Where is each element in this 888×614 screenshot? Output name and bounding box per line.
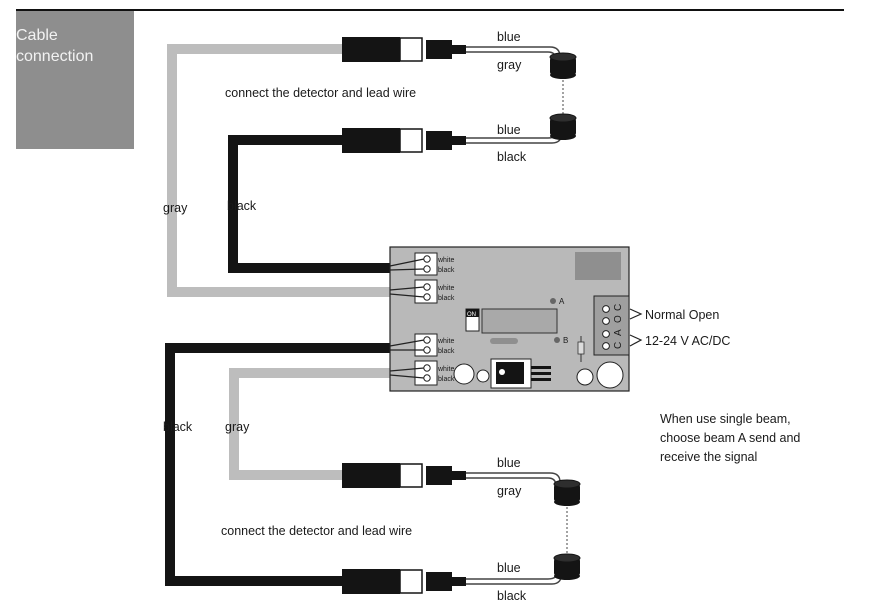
instruction-bottom: connect the detector and lead wire	[221, 524, 412, 538]
connector-label: blue	[497, 30, 521, 44]
detector-bottom-1-icon	[553, 479, 581, 506]
section-title: Cable connection	[16, 27, 94, 65]
top-gray-cable	[167, 44, 390, 297]
wire-label-top-gray: gray	[163, 201, 188, 215]
single-beam-note-line: When use single beam,	[660, 412, 791, 426]
detector-top-1-icon	[549, 52, 577, 79]
led-b-label: B	[563, 336, 568, 345]
single-beam-note-line: choose beam A send and	[660, 431, 800, 445]
connector-top-2	[342, 128, 563, 153]
wire-label-top-black: black	[227, 199, 257, 213]
wire-label-bottom-black: black	[163, 420, 193, 434]
led-a-label: A	[559, 297, 565, 306]
connector-label: black	[497, 150, 527, 164]
single-beam-note-line: receive the signal	[660, 450, 757, 464]
cables	[165, 44, 390, 586]
connector-label: gray	[497, 58, 522, 72]
relay-block	[575, 252, 621, 280]
led-a-icon	[550, 298, 556, 304]
terminal-label: white	[437, 366, 454, 373]
connector-label: blue	[497, 561, 521, 575]
output-terminal-letters: C O A C	[613, 304, 624, 349]
connector-label: blue	[497, 456, 521, 470]
display-window	[481, 308, 558, 334]
normal-open-arrow-icon	[629, 308, 643, 320]
detector-bottom-2-icon	[553, 553, 581, 580]
output-normal-open-label: Normal Open	[645, 308, 719, 322]
wire-label-bottom-gray: gray	[225, 420, 250, 434]
dip-label: ON	[467, 312, 476, 318]
top-black-cable	[228, 135, 390, 273]
controller-board: white black white black white black whit…	[389, 246, 643, 392]
detectors	[549, 52, 581, 580]
bottom-gray-cable	[229, 368, 390, 480]
terminal-label: black	[438, 295, 455, 302]
instruction-top: connect the detector and lead wire	[225, 86, 416, 100]
bottom-black-cable	[165, 343, 390, 586]
terminal-label: white	[437, 257, 454, 264]
terminal-label: black	[438, 348, 455, 355]
connector-label: gray	[497, 484, 522, 498]
terminal-letter: O	[613, 315, 624, 323]
power-arrow-icon	[629, 334, 643, 347]
connector-label: blue	[497, 123, 521, 137]
top-rule	[16, 9, 844, 11]
output-terminal-block	[593, 295, 630, 356]
terminal-letter: A	[613, 329, 624, 336]
connector-label: black	[497, 589, 527, 603]
terminal-label: black	[438, 267, 455, 274]
led-b-icon	[554, 337, 560, 343]
connector-bottom-2	[342, 569, 563, 594]
terminal-label: white	[437, 338, 454, 345]
title-box	[16, 11, 134, 149]
detector-top-2-icon	[549, 113, 577, 140]
terminal-letter: C	[613, 304, 624, 311]
terminal-label: white	[437, 285, 454, 292]
output-power-label: 12-24 V AC/DC	[645, 334, 730, 348]
connector-bottom-1	[342, 463, 561, 488]
connector-top-1	[342, 37, 561, 62]
terminal-letter: C	[613, 342, 624, 349]
terminal-label: black	[438, 376, 455, 383]
